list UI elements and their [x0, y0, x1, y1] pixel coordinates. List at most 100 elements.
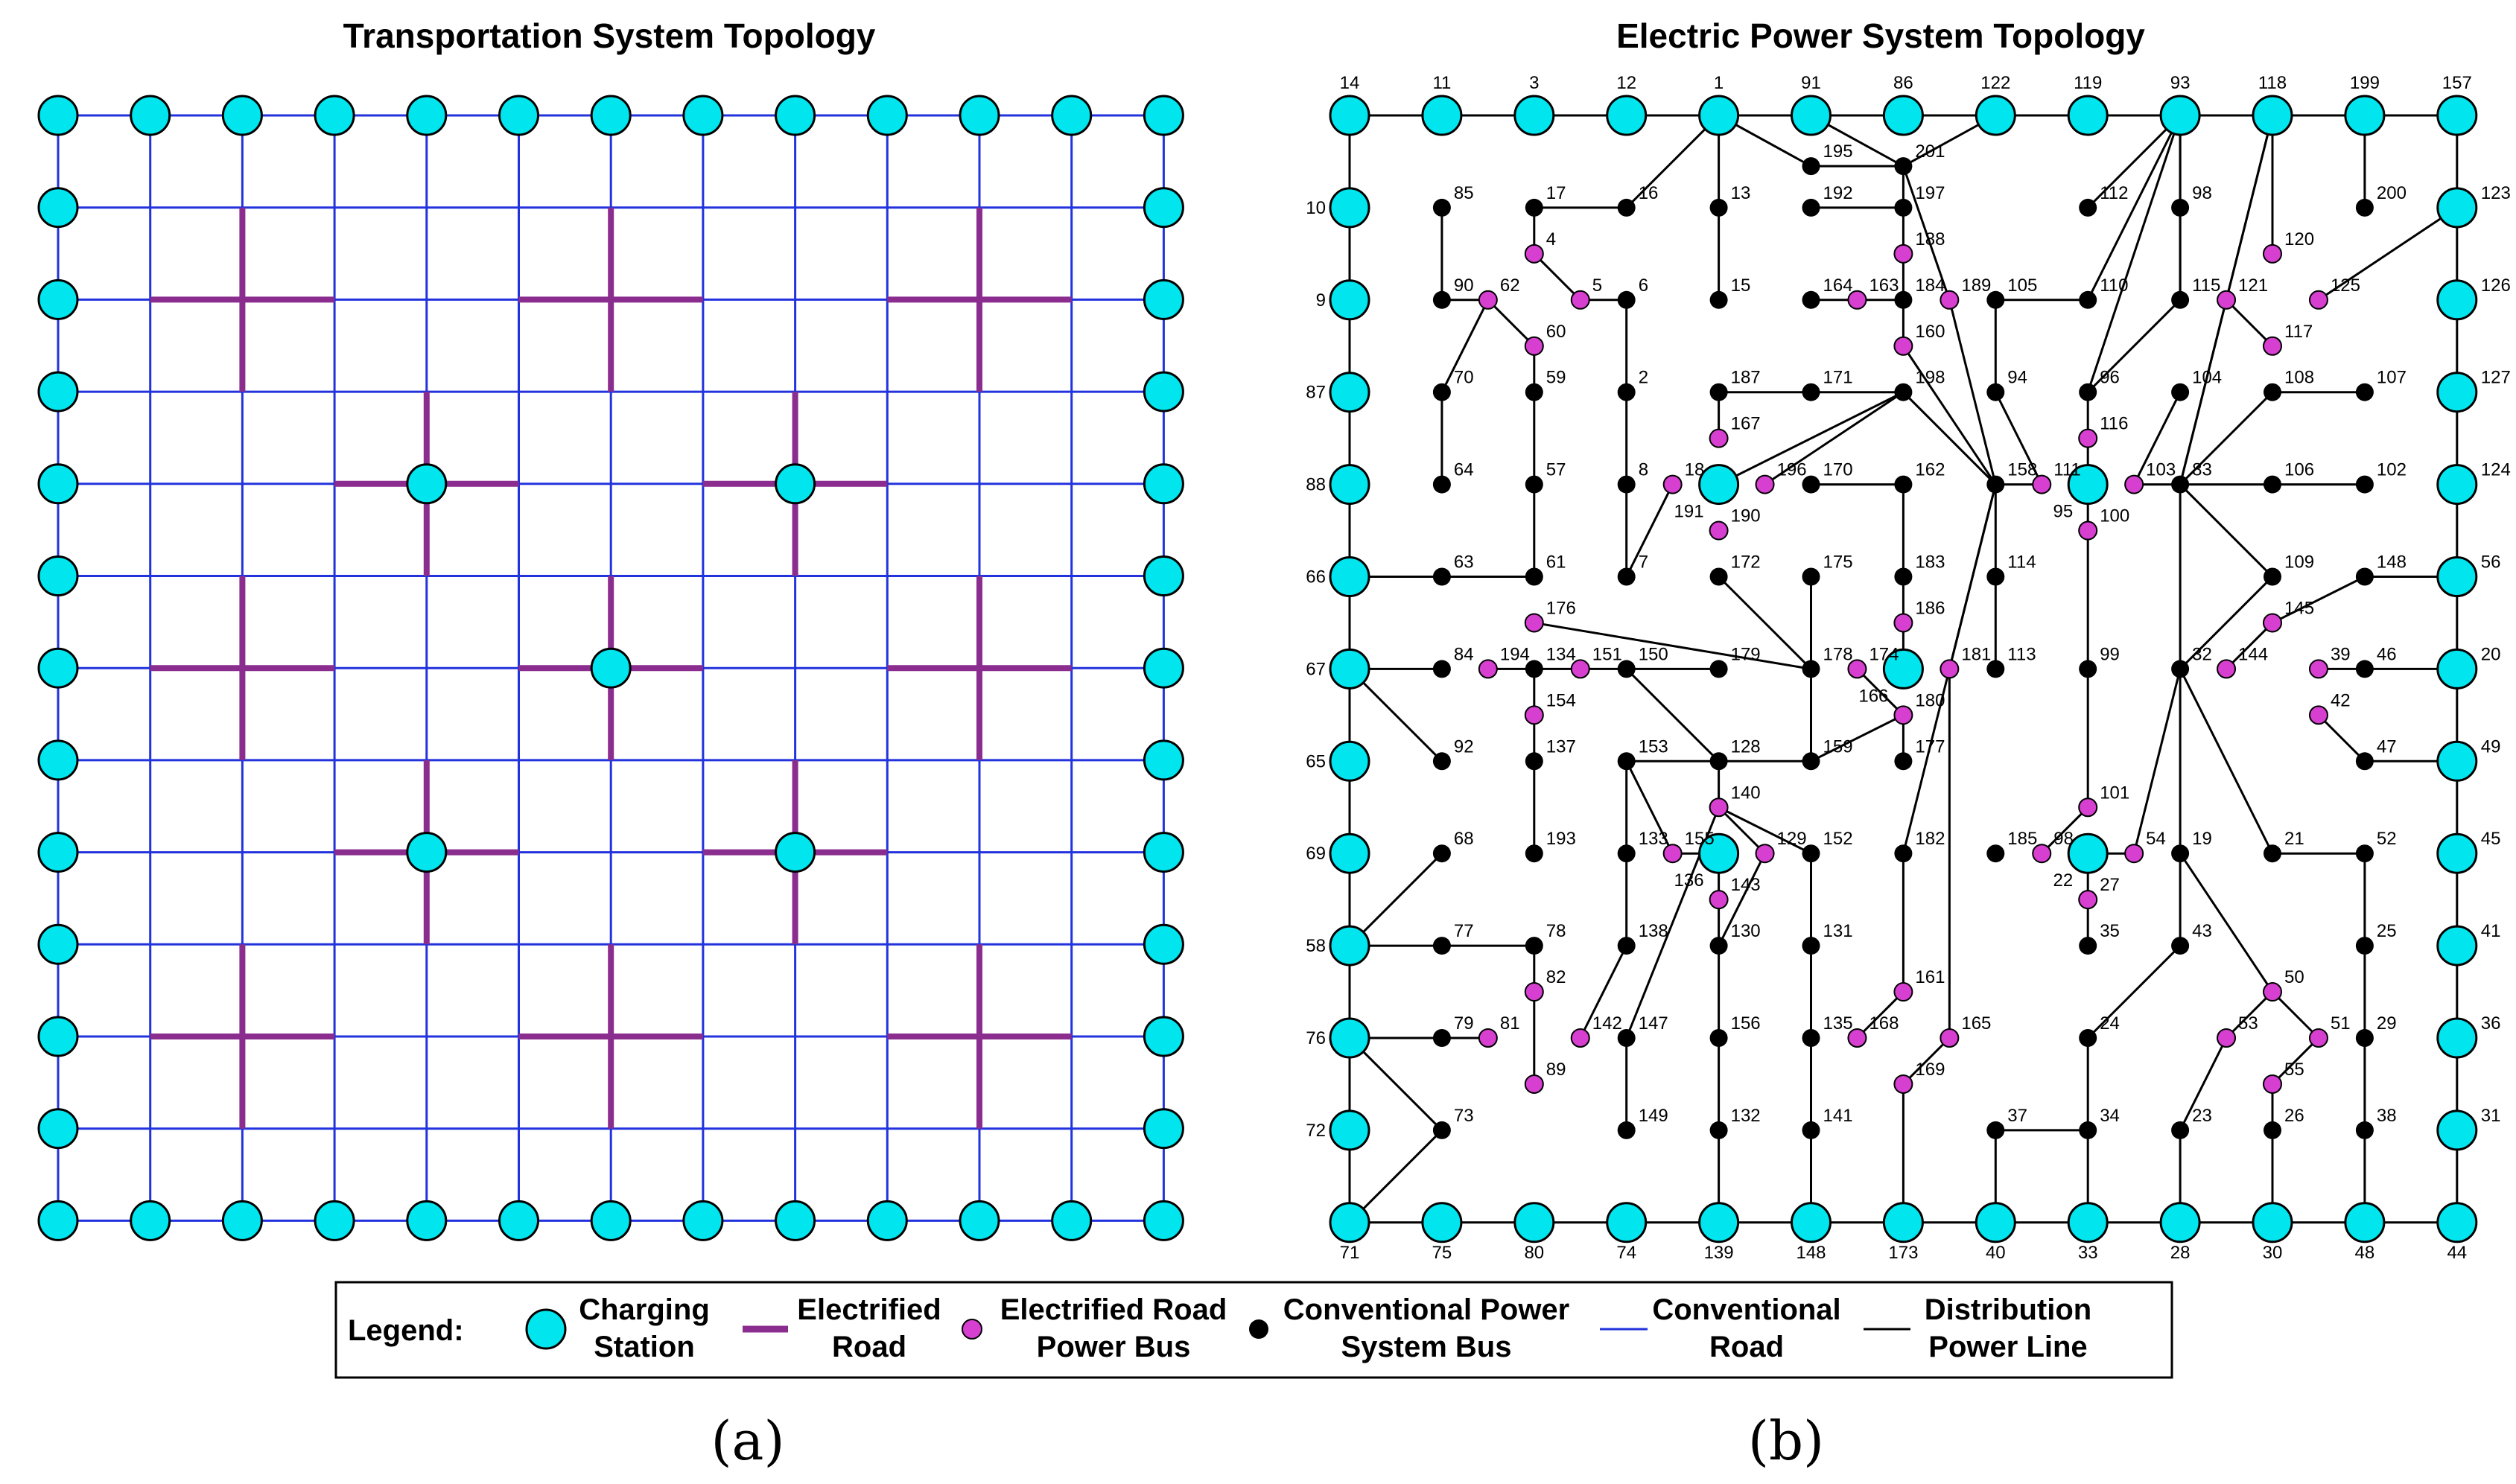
distribution-power-line: [2272, 576, 2366, 624]
conventional-power-bus: [2355, 1121, 2374, 1139]
bus-label: 140: [1731, 783, 1761, 803]
conventional-power-bus: [1432, 290, 1451, 309]
electrified-road-power-bus: [1478, 1028, 1498, 1048]
panel-b-subcaption: (b): [1748, 1410, 1824, 1472]
legend-conventional-bus-icon: [1249, 1319, 1268, 1339]
conventional-power-bus: [2171, 937, 2190, 955]
electrified-road-power-bus: [1709, 890, 1729, 910]
charging-station-bus: [2159, 1202, 2201, 1243]
bus-label: 81: [1500, 1013, 1520, 1034]
conventional-power-bus: [2171, 475, 2190, 494]
charging-station: [959, 1200, 1000, 1241]
bus-label: 42: [2331, 690, 2351, 710]
conventional-power-bus: [2355, 475, 2374, 494]
conventional-power-bus: [1802, 567, 1820, 586]
bus-label: 50: [2284, 967, 2304, 987]
distribution-power-line: [1625, 483, 1674, 578]
electrified-road-power-bus: [2308, 705, 2328, 725]
bus-label: 44: [2447, 1243, 2467, 1263]
charging-station: [1143, 371, 1184, 413]
charging-station-bus: [2067, 832, 2109, 874]
bus-label: 157: [2442, 73, 2472, 93]
charging-station-bus: [2067, 464, 2109, 506]
conventional-power-bus: [2171, 290, 2190, 309]
bus-label: 129: [1777, 829, 1807, 849]
distribution-power-line: [1856, 990, 1905, 1039]
charging-station: [1143, 1016, 1184, 1057]
charging-station-bus: [1791, 95, 1832, 136]
conventional-power-bus: [1617, 844, 1636, 863]
charging-station: [1051, 1200, 1093, 1241]
conventional-power-bus: [2079, 198, 2097, 217]
bus-label: 9: [1316, 290, 1326, 311]
electrified-road-power-bus: [2217, 659, 2237, 679]
bus-label: 196: [1777, 460, 1807, 480]
bus-label: 170: [1823, 460, 1853, 480]
electrified-road-power-bus: [1893, 336, 1913, 356]
conventional-power-bus: [2079, 290, 2097, 309]
bus-label: 61: [1546, 552, 1566, 573]
electrified-road-power-bus: [2032, 844, 2052, 864]
distribution-power-line: [1348, 668, 1443, 762]
bus-label: 13: [1731, 183, 1751, 203]
bus-label: 163: [1869, 276, 1899, 296]
bus-label: 156: [1731, 1013, 1761, 1034]
charging-station: [866, 1200, 908, 1241]
charging-station-bus: [1329, 372, 1370, 413]
bus-label: 123: [2481, 183, 2511, 203]
bus-label: 23: [2192, 1106, 2212, 1126]
charging-station: [221, 1200, 263, 1241]
bus-label: 161: [1915, 967, 1945, 987]
charging-station-bus: [2067, 1202, 2109, 1243]
conventional-power-bus: [2355, 383, 2374, 401]
charging-station: [866, 95, 908, 136]
conventional-power-bus: [1709, 567, 1728, 586]
bus-label: 57: [1546, 460, 1566, 480]
charging-station: [498, 95, 539, 136]
bus-label: 130: [1731, 921, 1761, 941]
bus-label: 45: [2481, 829, 2501, 849]
charging-station-bus: [1513, 1202, 1555, 1243]
bus-label: 198: [1915, 368, 1945, 388]
conventional-power-bus: [1802, 844, 1820, 863]
charging-station-bus: [2436, 740, 2478, 782]
bus-label: 83: [2192, 460, 2212, 480]
distribution-power-line: [1948, 299, 1997, 485]
conventional-power-bus: [2079, 1029, 2097, 1047]
electrified-road-power-bus: [1478, 290, 1498, 310]
distribution-power-line: [2086, 115, 2182, 393]
electrified-road-power-bus: [1524, 705, 1544, 725]
bus-label: 80: [1524, 1243, 1544, 1263]
distribution-power-line: [1579, 945, 1628, 1039]
bus-label: 73: [1454, 1106, 1474, 1126]
bus-label: 95: [2053, 502, 2073, 522]
bus-label: 174: [1869, 644, 1899, 664]
bus-label: 21: [2284, 829, 2304, 849]
conventional-power-bus: [1617, 1121, 1636, 1139]
conventional-power-bus: [1894, 752, 1913, 771]
conventional-power-bus: [1802, 157, 1820, 176]
distribution-power-line: [1348, 1129, 1443, 1223]
bus-label: 158: [2007, 460, 2037, 480]
charging-station: [37, 923, 79, 965]
bus-label: 68: [1454, 829, 1474, 849]
legend: Legend: Charging Station Electrified Roa…: [334, 1281, 2173, 1379]
bus-label: 34: [2100, 1106, 2120, 1126]
conventional-power-bus: [1617, 1029, 1636, 1047]
bus-label: 122: [1980, 73, 2010, 93]
bus-label: 154: [1546, 690, 1576, 710]
bus-label: 160: [1915, 322, 1945, 342]
charging-station: [314, 95, 355, 136]
bus-label: 132: [1731, 1106, 1761, 1126]
electrified-road-power-bus: [1893, 1074, 1913, 1094]
bus-label: 112: [2100, 183, 2128, 203]
charging-station-bus: [1329, 1109, 1370, 1151]
conventional-power-bus: [1525, 475, 1543, 494]
bus-label: 46: [2377, 644, 2397, 664]
charging-station: [1143, 95, 1184, 136]
conventional-power-bus: [1894, 157, 1913, 176]
charging-station-bus: [2436, 1109, 2478, 1151]
conventional-power-bus: [1617, 290, 1636, 309]
bus-label: 147: [1639, 1013, 1668, 1034]
electrified-road-power-bus: [1524, 336, 1544, 356]
